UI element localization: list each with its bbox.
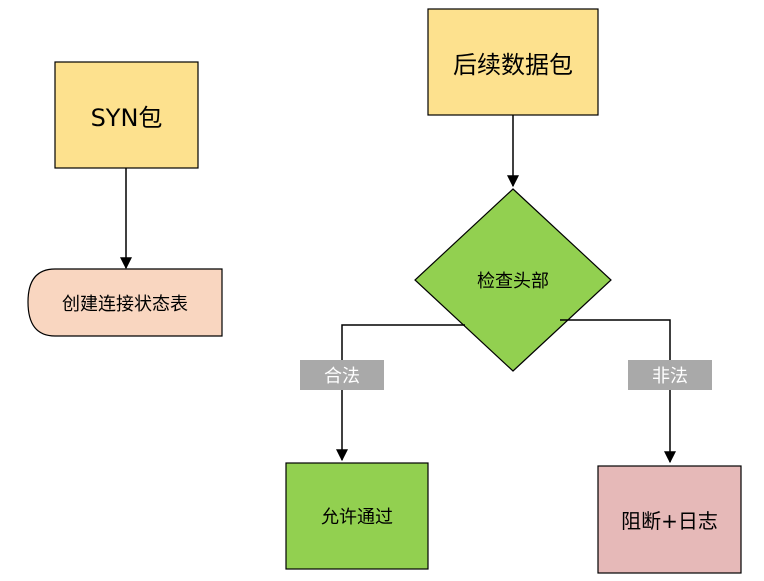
edge-label-legal: 合法 — [300, 360, 384, 390]
syn-packet-box — [54, 61, 199, 169]
edge-legal — [336, 324, 465, 462]
create-state-table-shape — [27, 268, 223, 337]
check-header-diamond — [414, 188, 612, 372]
subsequent-packets-box — [427, 8, 599, 116]
edge-label-illegal: 非法 — [628, 360, 712, 390]
edge-illegal — [560, 319, 676, 464]
allow-box — [285, 462, 429, 570]
block-log-box — [597, 465, 742, 574]
